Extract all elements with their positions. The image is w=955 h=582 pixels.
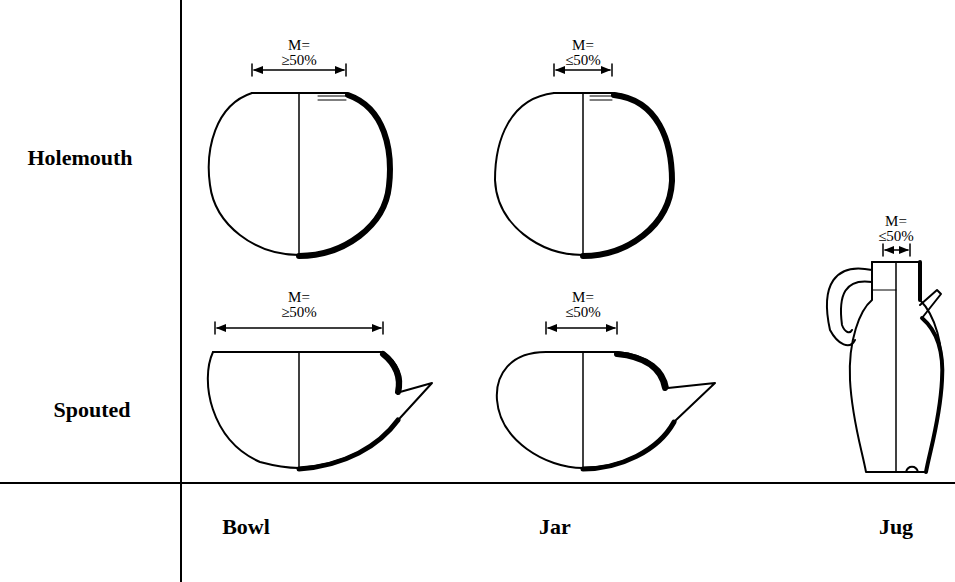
row-label: Holemouth <box>27 147 132 169</box>
measure-value: ≥50% <box>281 53 317 68</box>
measure-value: ≤50% <box>878 229 914 244</box>
axis-line <box>180 0 182 582</box>
row-label: Spouted <box>53 399 130 421</box>
measure-label: M= <box>288 38 310 53</box>
measure-label: M= <box>572 38 594 53</box>
measure-value: ≤50% <box>565 305 601 320</box>
measure-label: M= <box>572 290 594 305</box>
column-label: Bowl <box>222 516 270 538</box>
axis-line <box>0 482 955 484</box>
measure-label: M= <box>885 214 907 229</box>
holemouth-jar <box>495 64 672 256</box>
column-label: Jar <box>539 516 571 538</box>
measure-value: ≤50% <box>565 53 601 68</box>
jug <box>827 244 942 472</box>
measure-value: ≥50% <box>281 305 317 320</box>
measure-label: M= <box>288 290 310 305</box>
spouted-jar <box>497 322 715 469</box>
spouted-bowl <box>208 322 432 469</box>
column-label: Jug <box>879 516 913 538</box>
holemouth-bowl <box>209 64 390 256</box>
